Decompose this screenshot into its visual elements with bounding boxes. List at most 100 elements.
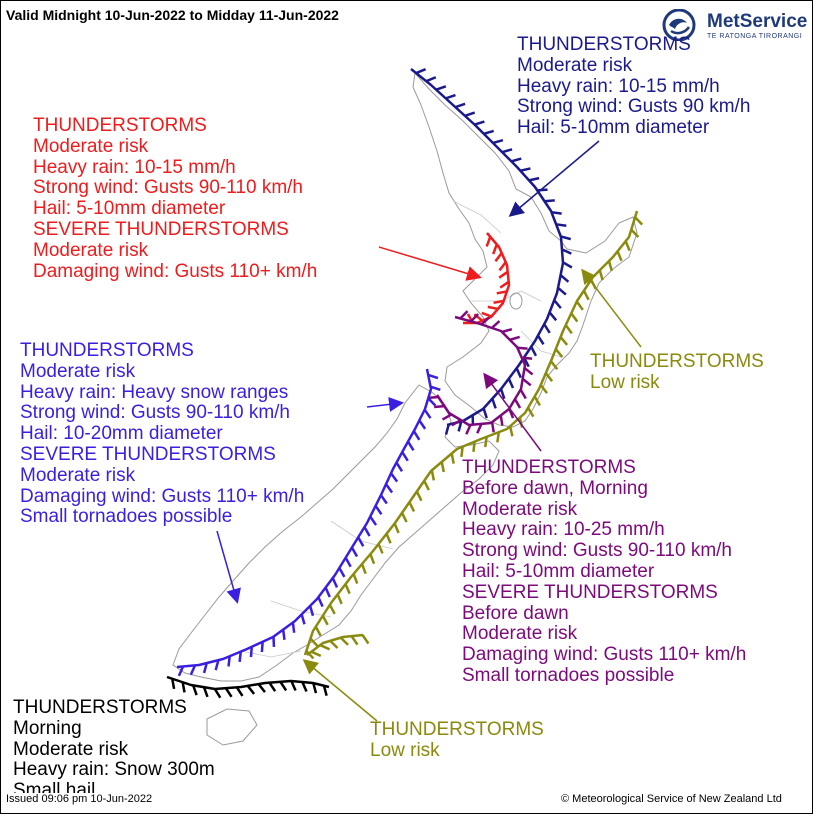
hatch-tick xyxy=(630,228,640,238)
hatch-tick xyxy=(554,348,564,358)
hatch-tick xyxy=(415,490,423,502)
hatch-tick xyxy=(427,397,437,407)
olive-southern-hook-line xyxy=(306,633,370,658)
hatch-tick xyxy=(338,567,346,578)
hatch-tick xyxy=(570,312,579,323)
hatch-tick xyxy=(450,453,455,464)
hatch-tick xyxy=(544,372,554,382)
olive-east-pointer-arrow xyxy=(581,268,642,348)
hatch-tick xyxy=(582,290,590,301)
hatch-tick xyxy=(530,346,538,357)
hatch-tick xyxy=(336,593,343,605)
hatch-tick xyxy=(440,461,445,473)
hatch-tick xyxy=(460,446,464,458)
hatch-tick xyxy=(511,157,522,163)
logo-brand: MetService xyxy=(707,11,808,32)
blue-pointer-arrow-top xyxy=(366,396,404,412)
hatch-tick xyxy=(536,334,545,345)
issued-timestamp: Issued 09:06 pm 10-Jun-2022 xyxy=(6,793,157,805)
hatch-tick xyxy=(331,577,339,588)
legend-line: THUNDERSTORMS xyxy=(370,719,544,740)
hatch-tick xyxy=(528,176,540,182)
olive-south-pointer-arrow xyxy=(302,659,378,722)
legend-line: Hail: 10-20mm diameter xyxy=(20,423,223,445)
hatch-tick xyxy=(507,378,515,389)
hatch-tick xyxy=(537,188,548,192)
hatch-tick xyxy=(459,310,469,320)
hatch-tick xyxy=(344,583,351,595)
hatch-tick xyxy=(492,243,498,255)
hatch-tick xyxy=(324,587,331,598)
hatch-tick xyxy=(560,235,572,241)
hatch-tick xyxy=(490,421,495,433)
hatch-tick xyxy=(290,680,297,691)
legend-line: Moderate risk xyxy=(33,239,149,261)
hatch-tick xyxy=(357,536,365,547)
south-island-outline xyxy=(172,384,500,682)
hatch-tick xyxy=(202,662,208,674)
hatch-tick xyxy=(350,546,359,558)
legend-line: Low risk xyxy=(590,371,660,393)
legend-line: SEVERE THUNDERSTORMS xyxy=(33,218,289,240)
hatch-tick xyxy=(202,686,209,698)
legend-line: Before dawn xyxy=(462,602,569,624)
hatch-tick xyxy=(423,480,430,491)
metservice-swirl-icon xyxy=(662,9,696,41)
hatch-tick xyxy=(423,408,432,419)
hatch-tick xyxy=(487,305,499,311)
hatch-tick xyxy=(415,67,427,75)
hatch-tick xyxy=(492,138,504,145)
legend-blue: THUNDERSTORMS Moderate risk Heavy rain: … xyxy=(20,340,304,528)
hatch-tick xyxy=(369,553,376,565)
hatch-tick xyxy=(312,682,318,694)
purple-thunderstorm-area-line xyxy=(427,310,534,435)
hatch-tick xyxy=(515,367,522,379)
hatch-tick xyxy=(513,398,522,409)
red-pointer-arrow xyxy=(378,246,482,281)
hatch-tick xyxy=(562,261,573,269)
hatch-tick xyxy=(177,665,185,677)
hatch-tick xyxy=(544,199,555,203)
hatch-tick xyxy=(249,646,254,658)
hatch-tick xyxy=(483,129,495,135)
navy-pointer-arrow xyxy=(508,140,600,217)
hatch-tick xyxy=(499,280,510,289)
hatch-tick xyxy=(300,614,306,625)
hatch-tick xyxy=(549,360,559,371)
metservice-logo: MetService TE RATONGA TIRORANGI xyxy=(659,9,809,43)
hatch-tick xyxy=(309,637,319,647)
hatch-tick xyxy=(476,423,483,434)
blue-thunderstorm-area-line xyxy=(176,368,441,677)
hatch-tick xyxy=(517,346,528,350)
legend-line: THUNDERSTORMS xyxy=(20,340,194,361)
hatch-tick xyxy=(425,76,437,83)
hatch-tick xyxy=(268,681,277,692)
hatch-tick xyxy=(499,388,506,400)
hatch-tick xyxy=(483,436,488,448)
hatch-tick xyxy=(527,407,535,418)
hatch-tick xyxy=(485,236,492,247)
legend-line: Heavy rain: Snow 300m xyxy=(13,759,215,781)
legend-line: THUNDERSTORMS xyxy=(462,457,636,478)
hatch-tick xyxy=(384,483,394,494)
hatch-tick xyxy=(344,557,352,568)
legend-line: Small tornadoes possible xyxy=(462,664,675,686)
hatch-tick xyxy=(227,656,231,667)
hatch-tick xyxy=(520,167,531,172)
hatch-tick xyxy=(543,323,551,334)
legend-line: Strong wind: Gusts 90-110 km/h xyxy=(33,177,303,199)
hatch-tick xyxy=(435,85,447,91)
hatch-tick xyxy=(470,313,480,323)
hatch-tick xyxy=(519,389,527,400)
hatch-tick xyxy=(418,419,427,430)
hatch-tick xyxy=(406,440,415,451)
legend-black: THUNDERSTORMS Morning Moderate risk Heav… xyxy=(13,697,215,802)
hatch-tick xyxy=(508,408,515,419)
hatch-tick xyxy=(521,356,533,360)
legend-olive-east: THUNDERSTORMS Low risk xyxy=(590,351,764,394)
legend-line: Before dawn, Morning xyxy=(462,477,648,499)
hatch-tick xyxy=(301,681,308,692)
boundary-stroke xyxy=(306,633,364,656)
hatch-tick xyxy=(575,300,584,311)
hatch-tick xyxy=(509,335,521,341)
